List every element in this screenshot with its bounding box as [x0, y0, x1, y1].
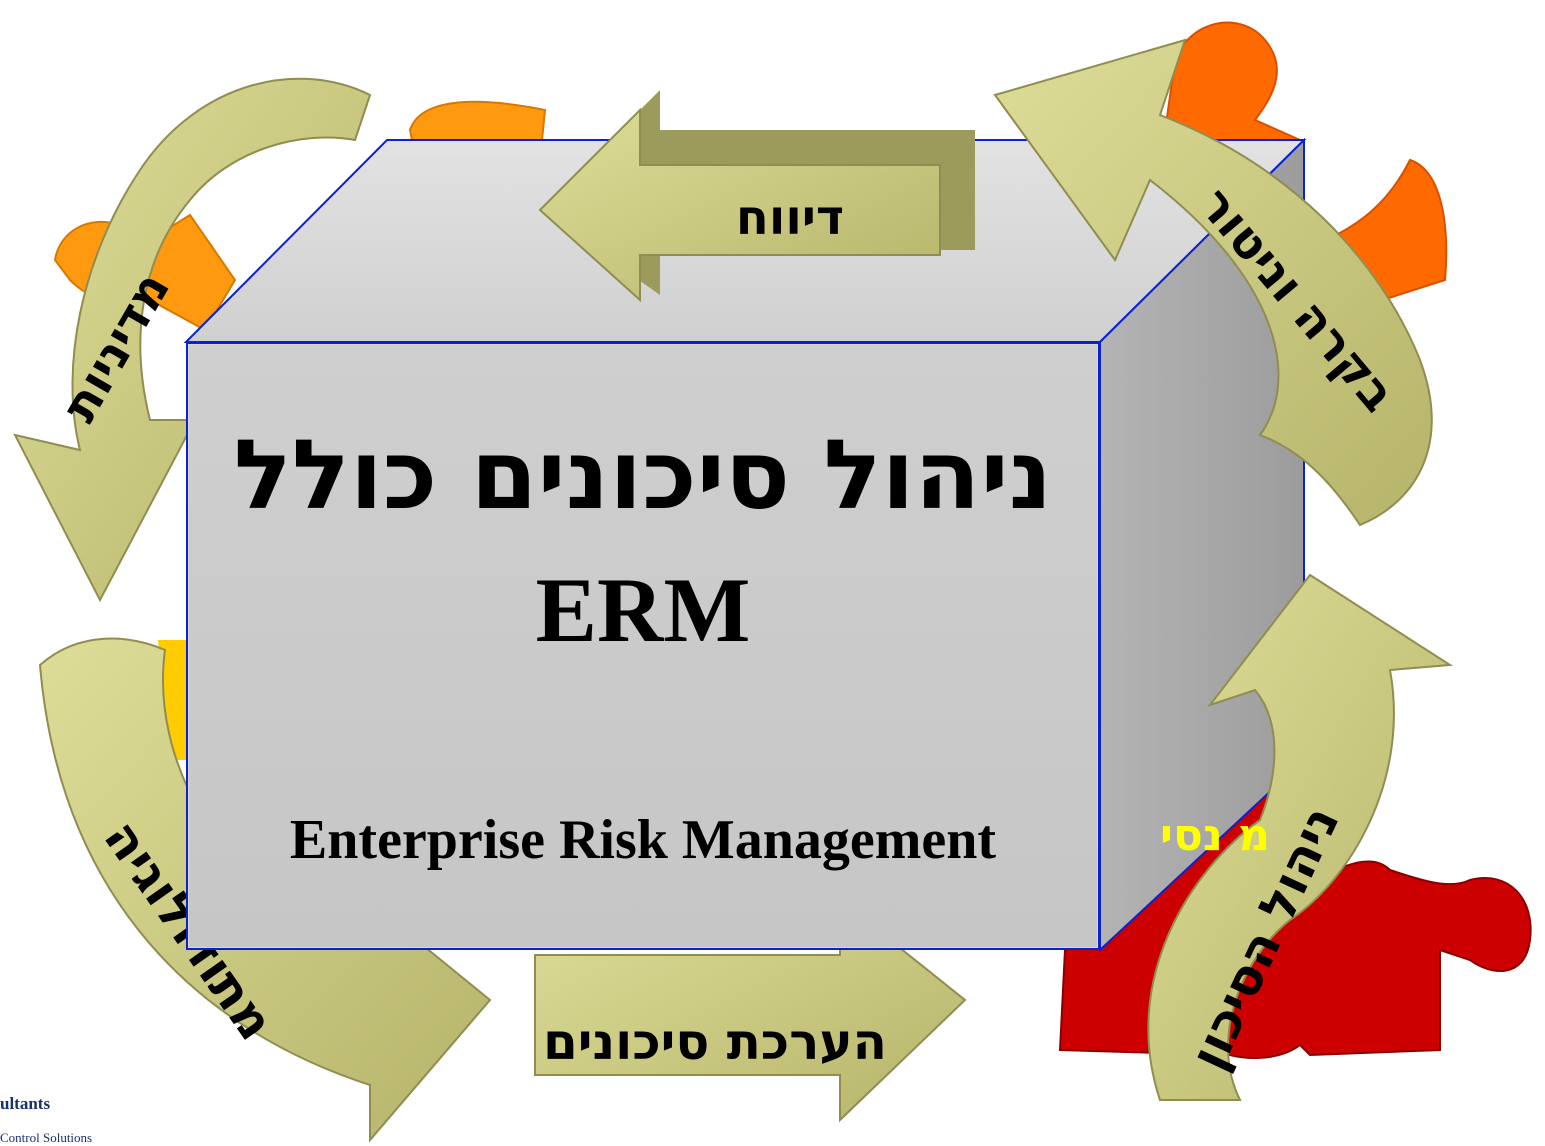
erm-hebrew-title: ניהול סיכונים כולל	[233, 419, 1053, 531]
reporting-arrow	[538, 90, 975, 303]
reporting-label: דיווח	[735, 190, 845, 246]
risk-assessment-label: הערכת סיכונים	[542, 1013, 888, 1071]
puzzle-piece-yellow	[158, 640, 186, 760]
erm-subtitle: Enterprise Risk Management	[289, 809, 997, 871]
policy-arrow	[13, 77, 372, 603]
risk-management-arrow	[1147, 573, 1454, 1101]
control-monitoring-arrow	[993, 38, 1433, 527]
footer-company-name: ultants	[0, 1094, 51, 1113]
puzzle-fragment-label-group: מ נסי	[1160, 810, 1270, 861]
footer-tagline: Control Solutions	[0, 1130, 93, 1145]
erm-acronym: ERM	[535, 559, 751, 661]
puzzle-fragment-label: מ נסי	[1160, 810, 1270, 861]
erm-box-front	[186, 342, 1100, 950]
